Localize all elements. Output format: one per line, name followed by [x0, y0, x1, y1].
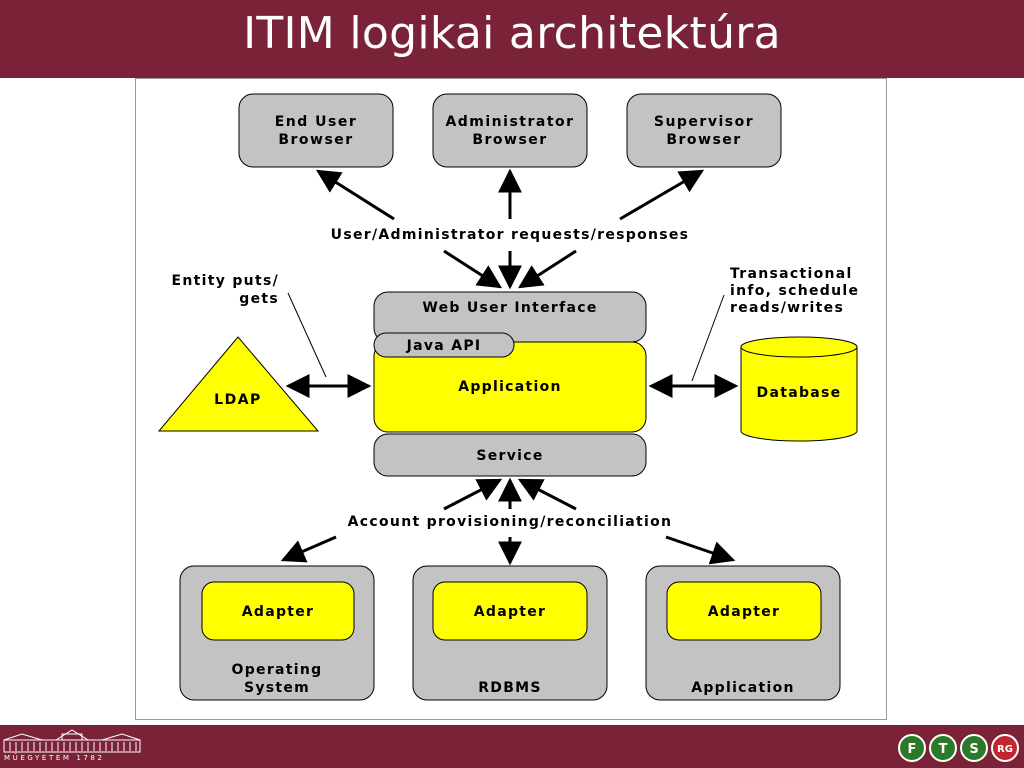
- s-logo-letter: S: [969, 742, 978, 757]
- rdbms-target-box: Adapter RDBMS: [412, 565, 608, 701]
- rg-logo-icon: RG: [991, 734, 1019, 762]
- end-user-browser-label-1: End User: [275, 114, 358, 130]
- service-box: Service: [373, 433, 647, 477]
- entity-label-1: Entity puts/: [172, 273, 279, 289]
- s-logo-icon: S: [960, 734, 988, 762]
- end-user-browser-label-2: Browser: [278, 132, 353, 148]
- slide-title: ITIM logikai architektúra: [243, 8, 781, 59]
- ldap-triangle: LDAP: [157, 336, 320, 432]
- supervisor-browser-box: Supervisor Browser: [626, 93, 782, 168]
- os-target-box: Adapter Operating System: [179, 565, 375, 701]
- provisioning-label: Account provisioning/reconciliation: [348, 514, 673, 530]
- ldap-label: LDAP: [214, 392, 262, 408]
- transactional-label-1: Transactional: [730, 266, 853, 282]
- database-cylinder: Database: [740, 336, 858, 442]
- arrow-to-application-adapter: [665, 535, 736, 565]
- title-bar: [0, 0, 1024, 78]
- os-target-label-2: System: [244, 680, 310, 696]
- rdbms-adapter-label: Adapter: [474, 604, 547, 620]
- t-logo-letter: T: [939, 742, 948, 757]
- application-box: Application: [373, 341, 647, 433]
- arrow-to-end-user: [315, 169, 395, 221]
- administrator-browser-box: Administrator Browser: [432, 93, 588, 168]
- application-label: Application: [458, 379, 562, 395]
- entity-label-2: gets: [239, 291, 279, 307]
- university-caption: MŰEGYETEM 1782: [4, 754, 105, 762]
- supervisor-browser-label-1: Supervisor: [654, 114, 754, 130]
- java-api-tab: Java API: [373, 332, 515, 358]
- f-logo-icon: F: [898, 734, 926, 762]
- provisioning-arrows: [280, 477, 736, 566]
- entity-label-leader: [287, 292, 327, 378]
- requests-responses-label: User/Administrator requests/responses: [331, 227, 690, 243]
- t-logo-icon: T: [929, 734, 957, 762]
- os-target-label-1: Operating: [232, 662, 323, 678]
- administrator-browser-label-2: Browser: [472, 132, 547, 148]
- application-target-label: Application: [691, 680, 795, 696]
- os-adapter-box: [201, 581, 355, 641]
- transactional-label-3: reads/writes: [730, 300, 844, 316]
- transactional-label-2: info, schedule: [730, 283, 859, 299]
- arrow-prov-left-up: [443, 478, 503, 511]
- arrow-to-supervisor: [619, 169, 705, 221]
- diagram-canvas: End User Browser Administrator Browser S…: [157, 93, 859, 701]
- rdbms-adapter-box: [432, 581, 588, 641]
- database-label: Database: [757, 385, 842, 401]
- application-adapter-box: [666, 581, 822, 641]
- university-building-logo: [3, 729, 141, 753]
- application-adapter-label: Adapter: [708, 604, 781, 620]
- supervisor-browser-label-2: Browser: [666, 132, 741, 148]
- end-user-browser-box: End User Browser: [238, 93, 394, 168]
- footer-bar: [0, 725, 1024, 768]
- service-label: Service: [476, 448, 543, 464]
- java-api-label: Java API: [406, 338, 482, 354]
- fts-rg-logos: F T S RG: [898, 734, 1019, 762]
- arrow-to-os-adapter: [280, 535, 337, 563]
- application-target-box: Adapter Application: [645, 565, 841, 701]
- transactional-label-leader: [691, 294, 725, 382]
- browser-arrows: [315, 168, 705, 290]
- arrow-requests-right: [517, 249, 577, 289]
- rg-logo-letters: RG: [997, 744, 1013, 755]
- administrator-browser-label-1: Administrator: [445, 114, 574, 130]
- f-logo-letter: F: [908, 742, 917, 757]
- os-adapter-label: Adapter: [242, 604, 315, 620]
- arrow-requests-left: [443, 249, 503, 289]
- architecture-diagram: End User Browser Administrator Browser S…: [135, 78, 887, 720]
- rdbms-target-label: RDBMS: [478, 680, 542, 696]
- arrow-prov-right-up: [517, 478, 577, 511]
- web-user-interface-box: Web User Interface: [373, 291, 647, 343]
- web-user-interface-label: Web User Interface: [422, 300, 597, 316]
